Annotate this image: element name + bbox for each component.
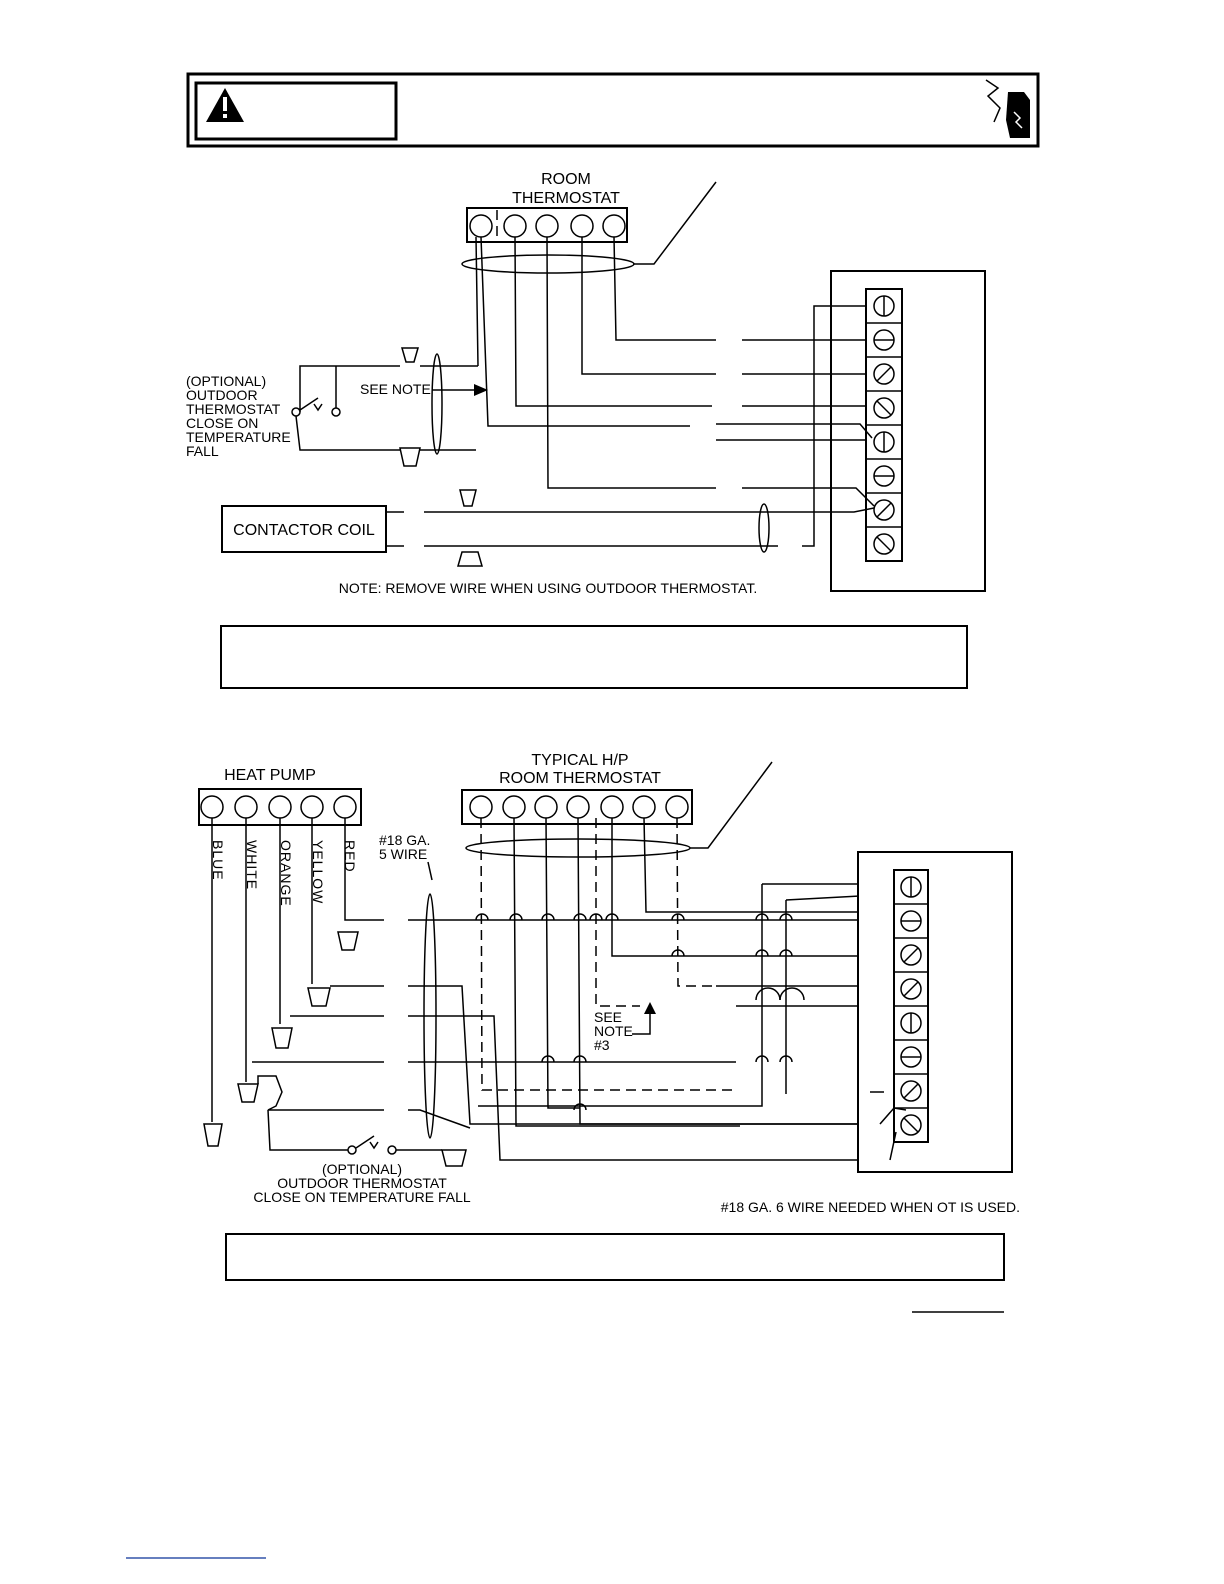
see-note-label: SEE NOTE	[360, 381, 431, 397]
heat-pump-label: HEAT PUMP	[224, 767, 316, 784]
contactor-coil	[221, 505, 387, 553]
thermostat-terminal	[469, 214, 493, 238]
hp-thermostat-title-line1: TYPICAL H/P	[531, 752, 628, 769]
optional-outdoor-thermostat-label-1: (OPTIONAL) OUTDOOR THERMOSTAT CLOSE ON T…	[186, 373, 291, 459]
svg-text:WHITE: WHITE	[244, 840, 260, 890]
svg-text:NOTE: NOTE	[594, 1023, 633, 1039]
cable-bundle	[461, 254, 635, 274]
thermostat-terminal	[570, 214, 594, 238]
wire	[581, 237, 716, 375]
wire-nut-icon	[441, 1149, 467, 1167]
wire-nut-icon	[203, 1123, 223, 1147]
warning-banner	[186, 72, 1040, 148]
diagram-1-note: NOTE: REMOVE WIRE WHEN USING OUTDOOR THE…	[339, 580, 757, 596]
svg-text:(OPTIONAL): (OPTIONAL)	[322, 1161, 402, 1177]
svg-text:OUTDOOR: OUTDOOR	[186, 387, 258, 403]
wire	[480, 236, 690, 427]
control-board-1	[830, 270, 986, 592]
svg-text:CLOSE ON: CLOSE ON	[186, 415, 258, 431]
thermostat-terminal	[602, 214, 626, 238]
wire-nut-icon	[401, 347, 419, 363]
outdoor-thermostat-switch-2	[267, 1109, 467, 1167]
svg-text:BLUE: BLUE	[210, 840, 226, 881]
wire-nut-icon	[237, 1083, 259, 1103]
room-thermostat-terminals	[466, 207, 628, 243]
wire-nut-icon	[459, 489, 477, 507]
control-board-2	[857, 851, 1013, 1173]
outdoor-thermostat-switch-1	[291, 347, 478, 467]
wire-nut-icon	[337, 931, 359, 951]
electric-shock-hand-icon	[985, 79, 1030, 138]
diagram-2-heat-pump-wiring: HEAT PUMP TYPICAL H/P ROOM THERMOSTAT BL…	[198, 752, 1020, 1215]
terminal-screws-1	[866, 295, 902, 555]
svg-text:ORANGE: ORANGE	[278, 840, 294, 907]
hp-thermostat-terminals	[461, 789, 693, 825]
diagram-2-note: #18 GA. 6 WIRE NEEDED WHEN OT IS USED.	[721, 1199, 1020, 1215]
svg-text:CONTACTOR COIL: CONTACTOR COIL	[233, 522, 375, 539]
wire-nut-icon	[271, 1027, 293, 1049]
figure-caption-box-1	[220, 625, 968, 689]
warning-triangle-icon	[206, 88, 244, 122]
svg-text:CLOSE ON TEMPERATURE FALL: CLOSE ON TEMPERATURE FALL	[253, 1189, 471, 1205]
hp-thermostat-title-line2: ROOM THERMOSTAT	[499, 770, 661, 787]
wire-color-labels: BLUE WHITE ORANGE YELLOW RED	[210, 840, 358, 907]
wire-gauge-line1: #18 GA.	[379, 832, 430, 848]
figure-caption-box-2	[225, 1233, 1005, 1281]
thermostat-terminal	[535, 214, 559, 238]
see-note-3-label: SEE NOTE #3	[594, 1002, 656, 1053]
svg-text:(OPTIONAL): (OPTIONAL)	[186, 373, 266, 389]
wire-gauge-line2: 5 WIRE	[379, 846, 427, 862]
diagram-1-room-thermostat-wiring: ROOM THERMOSTAT	[186, 171, 986, 596]
wire-nut-icon	[307, 987, 331, 1007]
thermostat-title-line1: ROOM	[541, 171, 591, 188]
thermostat-terminal	[503, 214, 527, 238]
svg-text:FALL: FALL	[186, 443, 219, 459]
terminal-screws-2	[894, 876, 928, 1136]
svg-text:SEE: SEE	[594, 1009, 622, 1025]
thermostat-title-line2: THERMOSTAT	[512, 190, 620, 207]
svg-text:YELLOW: YELLOW	[310, 840, 326, 904]
wire-nut-icon	[399, 447, 421, 467]
svg-text:RED: RED	[342, 840, 358, 873]
svg-text:#3: #3	[594, 1037, 610, 1053]
wire	[613, 236, 716, 341]
svg-text:THERMOSTAT: THERMOSTAT	[186, 401, 281, 417]
svg-text:OUTDOOR THERMOSTAT: OUTDOOR THERMOSTAT	[277, 1175, 447, 1191]
wire-crossovers	[475, 913, 805, 1111]
svg-text:TEMPERATURE: TEMPERATURE	[186, 429, 291, 445]
wire	[514, 236, 712, 407]
wire-nut-icon	[457, 551, 483, 567]
optional-outdoor-thermostat-label-2: (OPTIONAL) OUTDOOR THERMOSTAT CLOSE ON T…	[253, 1161, 471, 1205]
wire	[546, 236, 716, 489]
